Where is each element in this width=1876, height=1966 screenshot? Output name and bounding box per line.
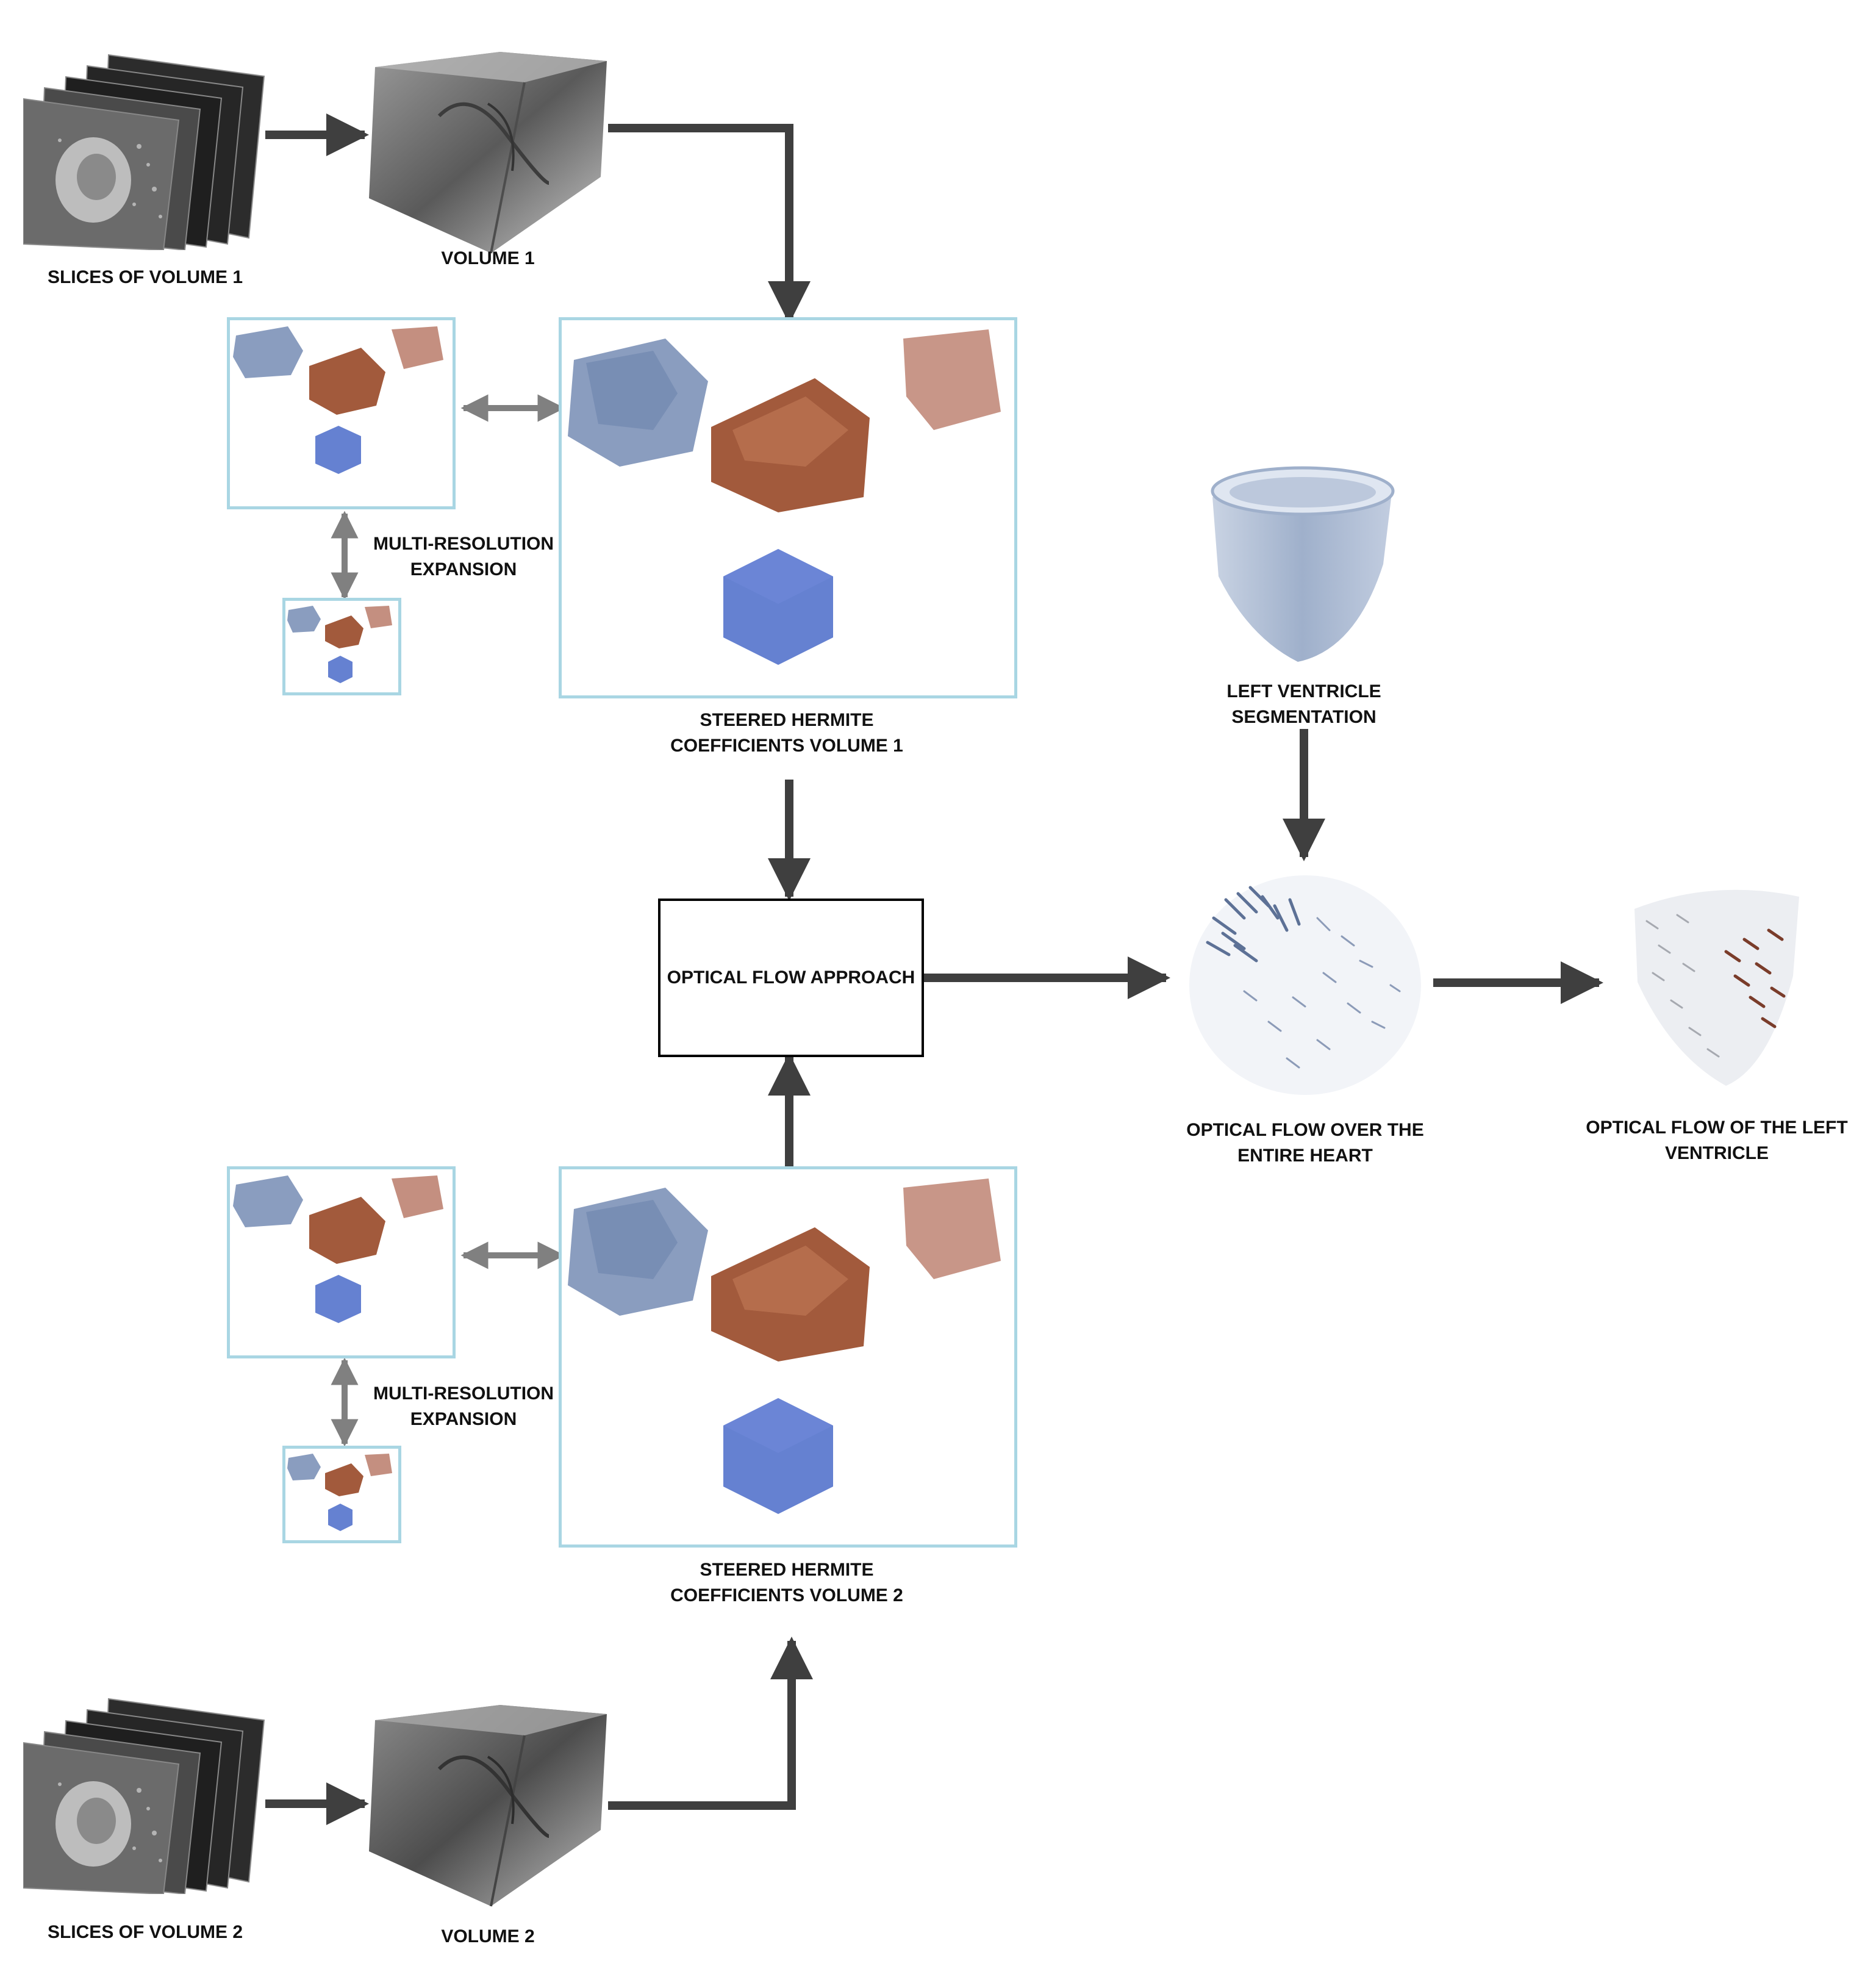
label-volume-1: VOLUME 1 [441, 248, 535, 268]
label-of-lv-line1: OPTICAL FLOW OF THE LEFT [1586, 1118, 1848, 1138]
label-multires-bot-line1: MULTI-RESOLUTION [373, 1383, 554, 1404]
coefficients-lowest-res-panel-bottom [282, 1446, 401, 1543]
label-of-lv-line2: VENTRICLE [1664, 1143, 1769, 1163]
label-of-heart-line2: ENTIRE HEART [1237, 1146, 1373, 1166]
label-steered-v1-line1: STEERED HERMITE [700, 710, 874, 730]
arrow-volume2-to-coefficients2 [608, 1637, 813, 1810]
label-steered-v2-line2: COEFFICIENTS VOLUME 2 [670, 1585, 903, 1605]
label-optical-flow-lv: OPTICAL FLOW OF THE LEFT VENTRICLE [1577, 1115, 1857, 1166]
label-slices-volume-1: SLICES OF VOLUME 1 [47, 267, 243, 287]
label-steered-v2-line1: STEERED HERMITE [700, 1560, 874, 1580]
vector-field-left-ventricle-icon [1622, 872, 1805, 1092]
label-volume-2: VOLUME 2 [441, 1926, 535, 1946]
heart-volume-cube-icon-2 [366, 1702, 610, 1909]
label-multires-top-line2: EXPANSION [410, 559, 517, 579]
label-lv-seg-line2: SEGMENTATION [1231, 707, 1377, 727]
label-steered-hermite-volume-2: STEERED HERMITE COEFFICIENTS VOLUME 2 [640, 1557, 933, 1609]
label-lv-seg-line1: LEFT VENTRICLE [1226, 681, 1381, 701]
label-lv-segmentation: LEFT VENTRICLE SEGMENTATION [1182, 679, 1426, 730]
mri-slices-stack-icon-2 [23, 1687, 267, 1895]
label-multires-top-line1: MULTI-RESOLUTION [373, 534, 554, 554]
label-optical-flow-heart: OPTICAL FLOW OVER THE ENTIRE HEART [1159, 1118, 1452, 1169]
mri-slices-stack-icon [23, 43, 267, 251]
arrow-volume1-to-coefficients1 [608, 124, 811, 324]
coefficients-lowest-res-panel-top [282, 598, 401, 695]
coefficients-low-res-panel-top [227, 317, 456, 509]
label-steered-v1-line2: COEFFICIENTS VOLUME 1 [670, 736, 903, 756]
label-steered-hermite-volume-1: STEERED HERMITE COEFFICIENTS VOLUME 1 [640, 708, 933, 759]
optical-flow-approach-box: OPTICAL FLOW APPROACH [658, 899, 924, 1057]
steered-hermite-coefficients-panel-2 [559, 1166, 1017, 1548]
coefficients-low-res-panel-bottom [227, 1166, 456, 1358]
steered-hermite-coefficients-panel-1 [559, 317, 1017, 698]
label-multires-bottom: MULTI-RESOLUTION EXPANSION [366, 1381, 561, 1432]
label-multires-top: MULTI-RESOLUTION EXPANSION [366, 531, 561, 583]
label-slices-volume-2: SLICES OF VOLUME 2 [47, 1922, 243, 1942]
left-ventricle-surface-icon [1206, 454, 1402, 668]
heart-volume-cube-icon [366, 49, 610, 256]
label-of-heart-line1: OPTICAL FLOW OVER THE [1186, 1120, 1424, 1140]
label-multires-bot-line2: EXPANSION [410, 1409, 517, 1429]
label-optical-flow-approach: OPTICAL FLOW APPROACH [667, 967, 915, 988]
vector-field-heart-icon [1177, 863, 1433, 1107]
